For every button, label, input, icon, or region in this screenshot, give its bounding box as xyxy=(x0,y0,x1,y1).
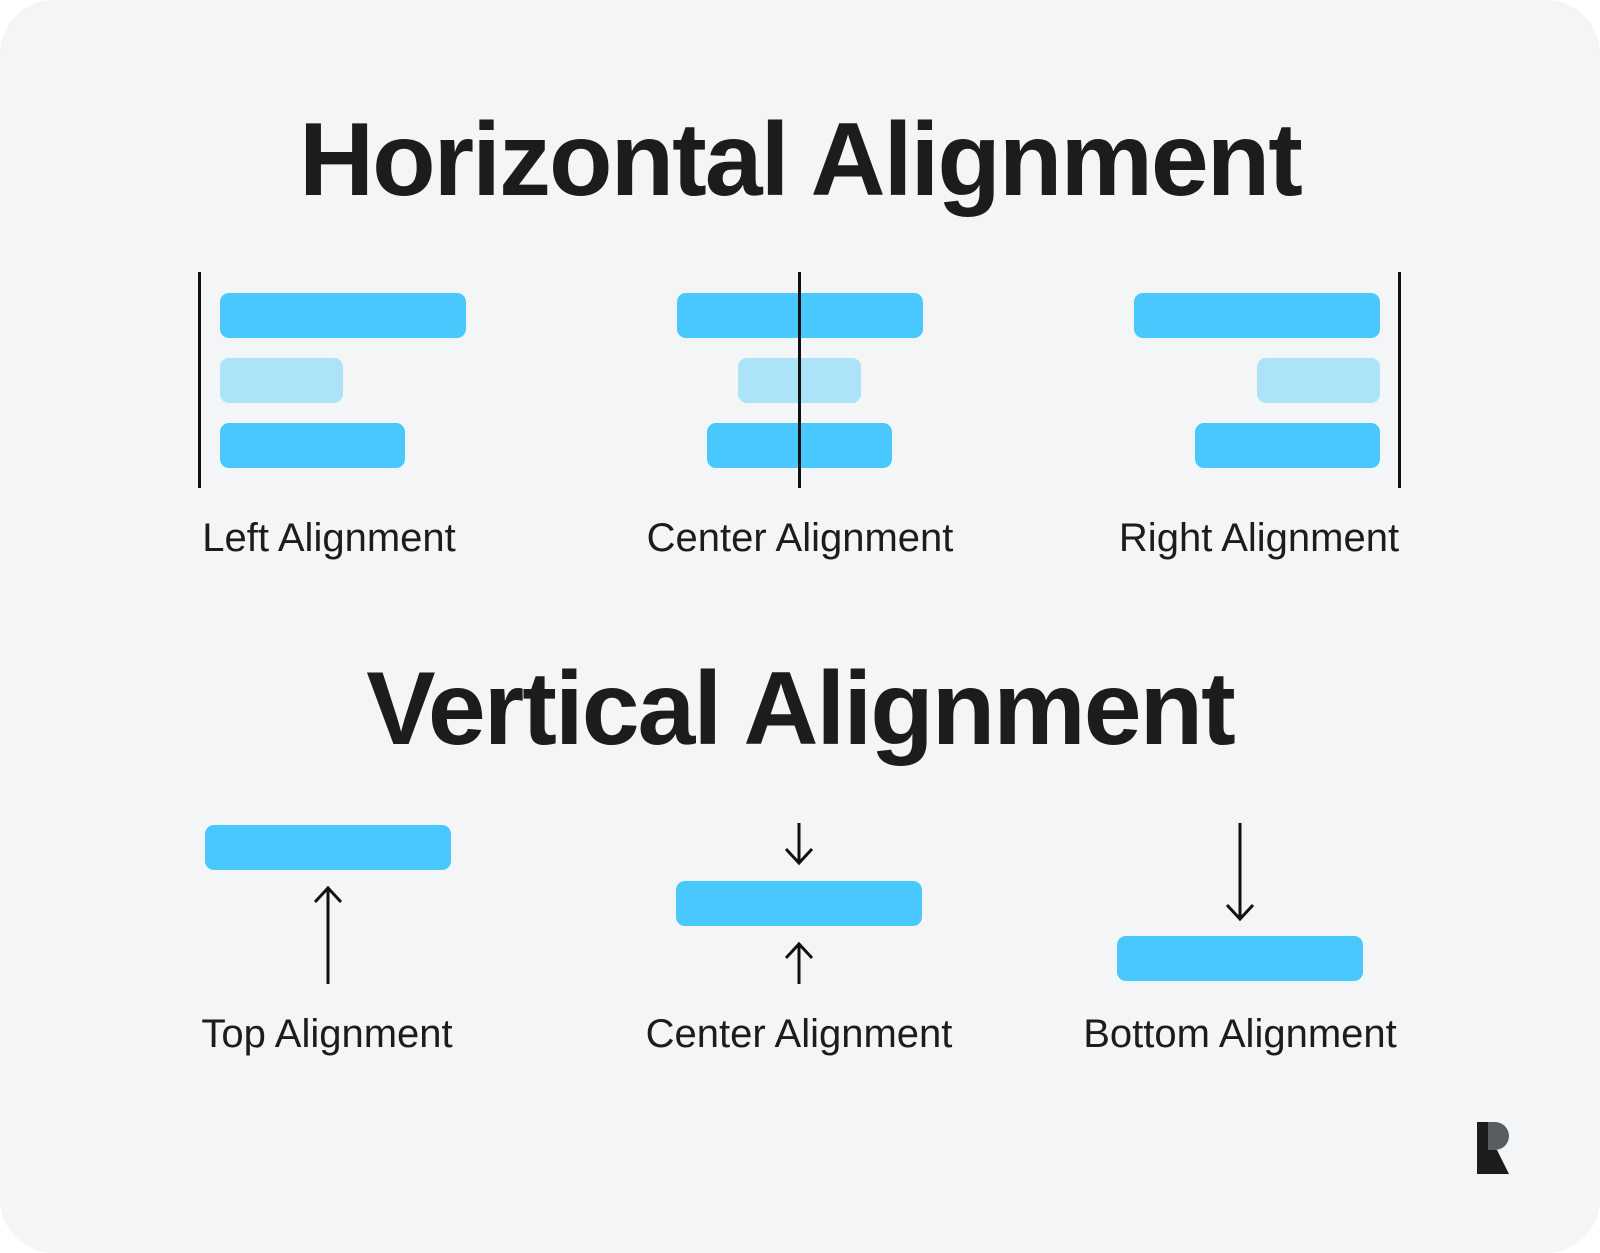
right-bar-medium xyxy=(1195,423,1380,468)
vertical-center-bar xyxy=(676,881,922,926)
right-guide-line xyxy=(1398,272,1401,488)
center-guide-line xyxy=(798,272,801,488)
center-alignment-label: Center Alignment xyxy=(646,516,954,560)
right-bar-short xyxy=(1257,358,1380,403)
bottom-bar xyxy=(1117,936,1363,981)
vertical-center-alignment-label: Center Alignment xyxy=(645,1012,953,1056)
top-bar xyxy=(205,825,451,870)
left-alignment-label: Left Alignment xyxy=(202,516,456,560)
left-bar-medium xyxy=(220,423,405,468)
arrow-down-icon xyxy=(784,823,814,866)
horizontal-alignment-title: Horizontal Alignment xyxy=(299,102,1303,218)
arrow-down-icon xyxy=(1225,823,1255,922)
vertical-alignment-title: Vertical Alignment xyxy=(366,651,1236,767)
left-bar-short xyxy=(220,358,343,403)
brand-logo-icon xyxy=(1477,1122,1509,1174)
arrow-up-icon xyxy=(313,885,343,984)
arrow-up-icon xyxy=(784,941,814,984)
left-guide-line xyxy=(198,272,201,488)
right-bar-long xyxy=(1134,293,1380,338)
left-bar-long xyxy=(220,293,466,338)
top-alignment-label: Top Alignment xyxy=(201,1012,453,1056)
bottom-alignment-label: Bottom Alignment xyxy=(1083,1012,1397,1056)
right-alignment-label: Right Alignment xyxy=(1118,516,1400,560)
